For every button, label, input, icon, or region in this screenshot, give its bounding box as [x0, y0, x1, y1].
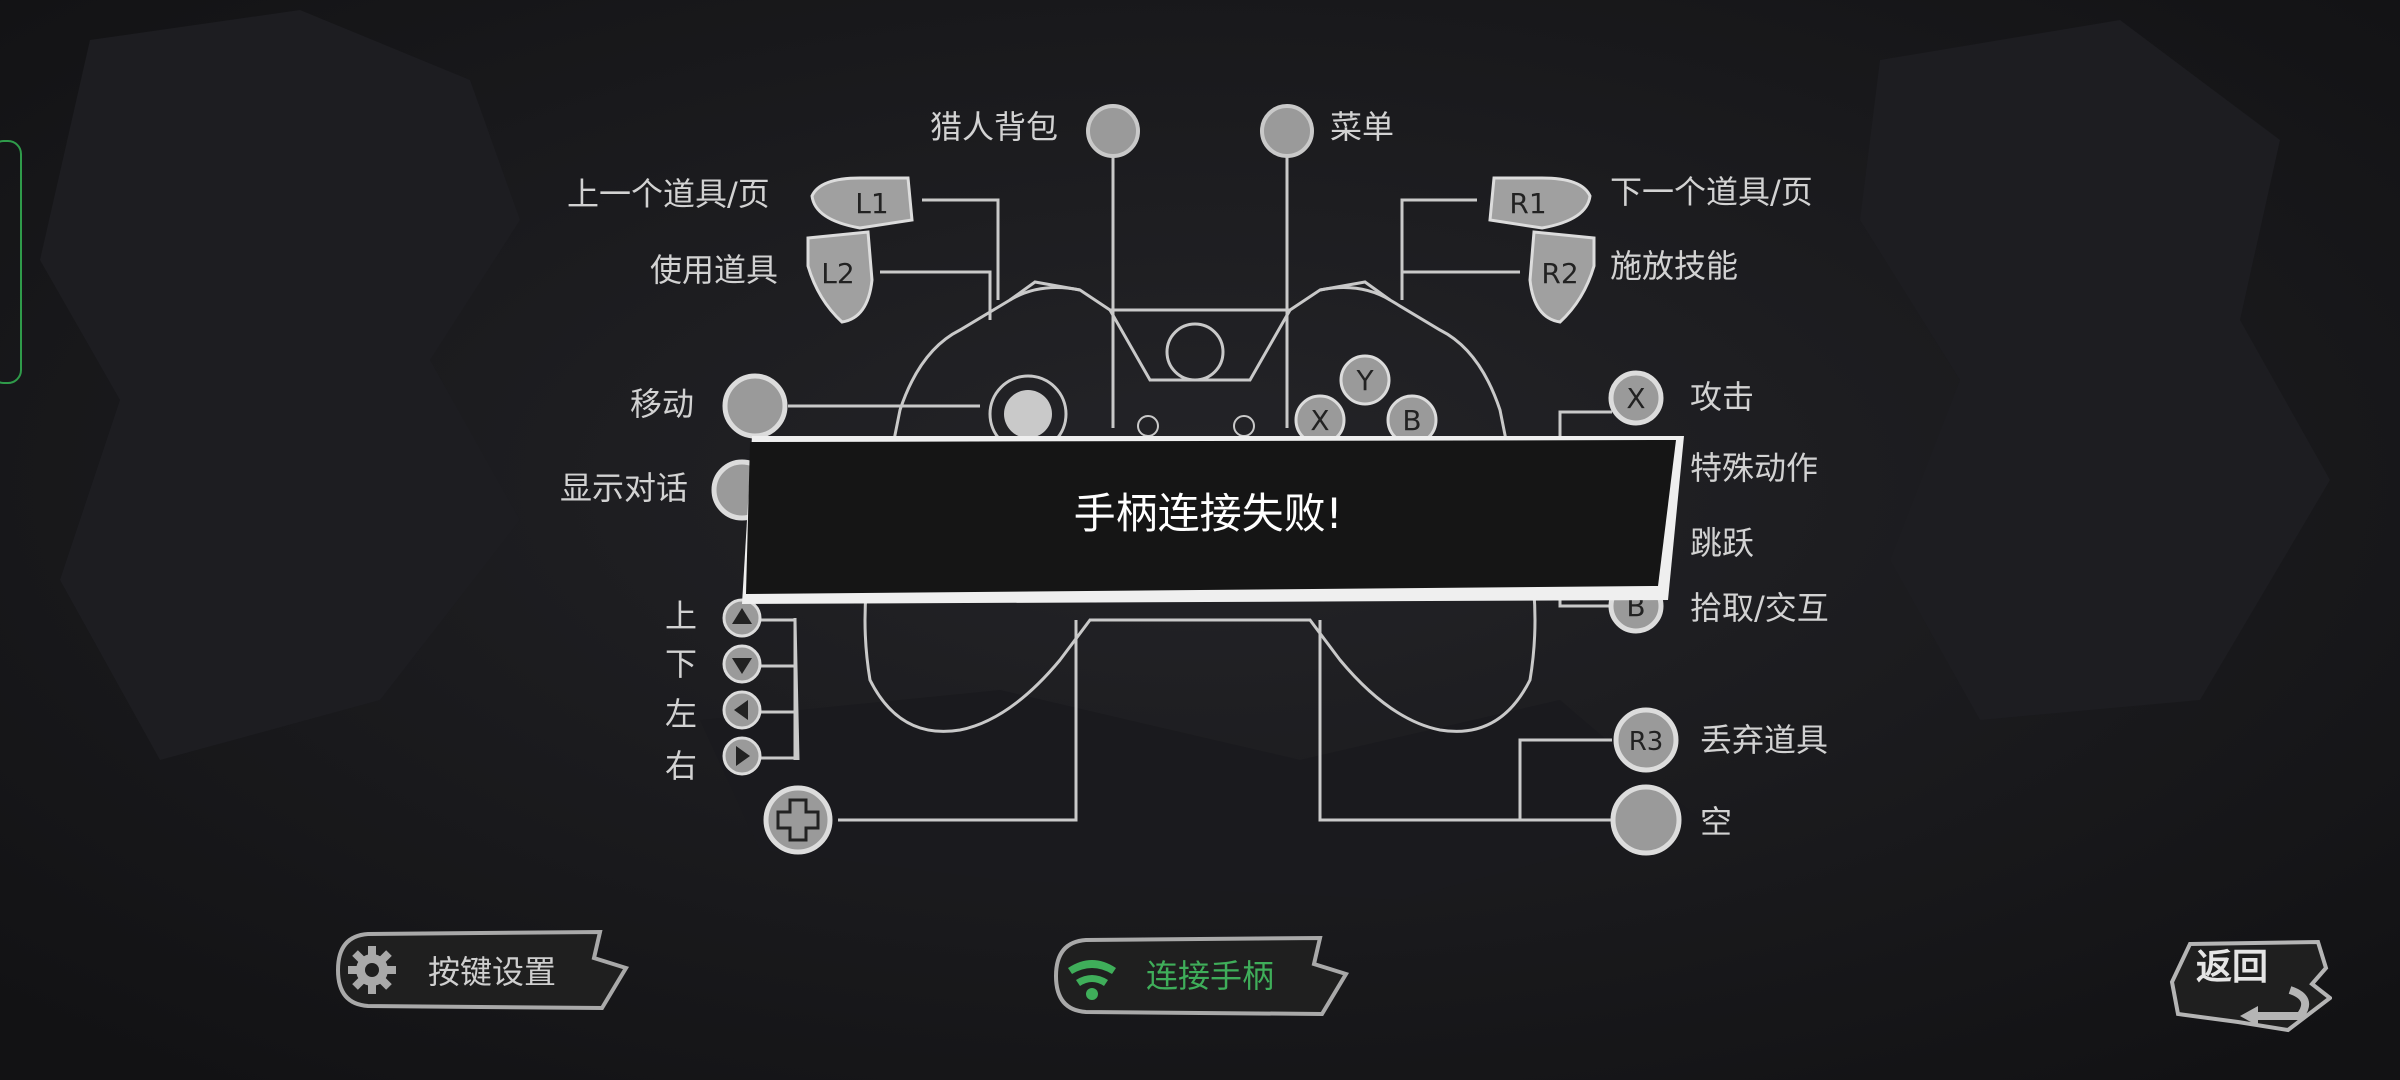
label-hunter-backpack: 猎人背包 — [930, 108, 1059, 146]
l1-badge — [810, 176, 914, 230]
label-move: 移动 — [630, 385, 695, 423]
label-drop-item: 丢弃道具 — [1700, 721, 1829, 759]
r3-label: R3 — [1629, 727, 1664, 757]
left-stick — [1004, 390, 1052, 438]
attack-badge — [1608, 370, 1664, 426]
x-label: X — [1626, 382, 1645, 415]
r2-badge — [1528, 230, 1596, 324]
l1-label: L1 — [855, 187, 888, 220]
dpad-icon — [763, 785, 833, 855]
toast-box — [742, 436, 1684, 604]
label-show-dialog: 显示对话 — [560, 469, 689, 507]
key-settings-label: 按键设置 — [428, 953, 557, 991]
label-pickup: 拾取/交互 — [1690, 589, 1829, 627]
hunter-backpack-button — [1086, 104, 1140, 158]
label-left: 左 — [665, 695, 698, 733]
x-face-label: X — [1310, 404, 1329, 437]
gear-icon — [348, 946, 396, 994]
label-down: 下 — [665, 645, 698, 683]
r2-label: R2 — [1541, 257, 1578, 290]
r3-badge — [1613, 707, 1679, 773]
b-face-label: B — [1402, 404, 1421, 437]
wifi-icon — [1068, 960, 1116, 1000]
l2-label: L2 — [821, 257, 854, 290]
label-menu: 菜单 — [1330, 108, 1395, 146]
dpad-right-icon — [722, 736, 762, 776]
label-jump: 跳跃 — [1690, 524, 1755, 562]
move-stick-badge — [722, 373, 788, 439]
dpad-up-icon — [722, 598, 762, 638]
label-prev-item: 上一个道具/页 — [567, 175, 770, 213]
label-up: 上 — [665, 597, 698, 635]
right-stick-badge — [1610, 784, 1682, 856]
label-next-item: 下一个道具/页 — [1610, 173, 1813, 211]
l2-badge — [806, 230, 874, 324]
r1-badge — [1488, 176, 1592, 230]
y-label: Y — [1355, 364, 1374, 397]
menu-button — [1260, 104, 1314, 158]
connect-controller-label: 连接手柄 — [1146, 957, 1275, 995]
toast-message: 手柄连接失败! — [1073, 489, 1343, 538]
back-label: 返回 — [2196, 947, 2269, 988]
connect-controller-button[interactable] — [1050, 934, 1350, 1018]
y-face-button — [1339, 354, 1391, 406]
label-use-item: 使用道具 — [650, 251, 779, 289]
label-right: 右 — [665, 747, 698, 785]
label-attack: 攻击 — [1690, 378, 1755, 416]
r1-label: R1 — [1509, 187, 1546, 220]
back-button[interactable] — [2168, 938, 2332, 1034]
dpad-left-icon — [722, 690, 762, 730]
dpad-down-icon — [722, 644, 762, 684]
label-cast-skill: 施放技能 — [1610, 247, 1739, 285]
label-empty: 空 — [1700, 803, 1733, 841]
label-special-action: 特殊动作 — [1690, 449, 1819, 487]
return-arrow-icon — [2240, 986, 2310, 1026]
key-settings-button[interactable] — [332, 928, 632, 1012]
side-tab[interactable] — [0, 140, 22, 384]
